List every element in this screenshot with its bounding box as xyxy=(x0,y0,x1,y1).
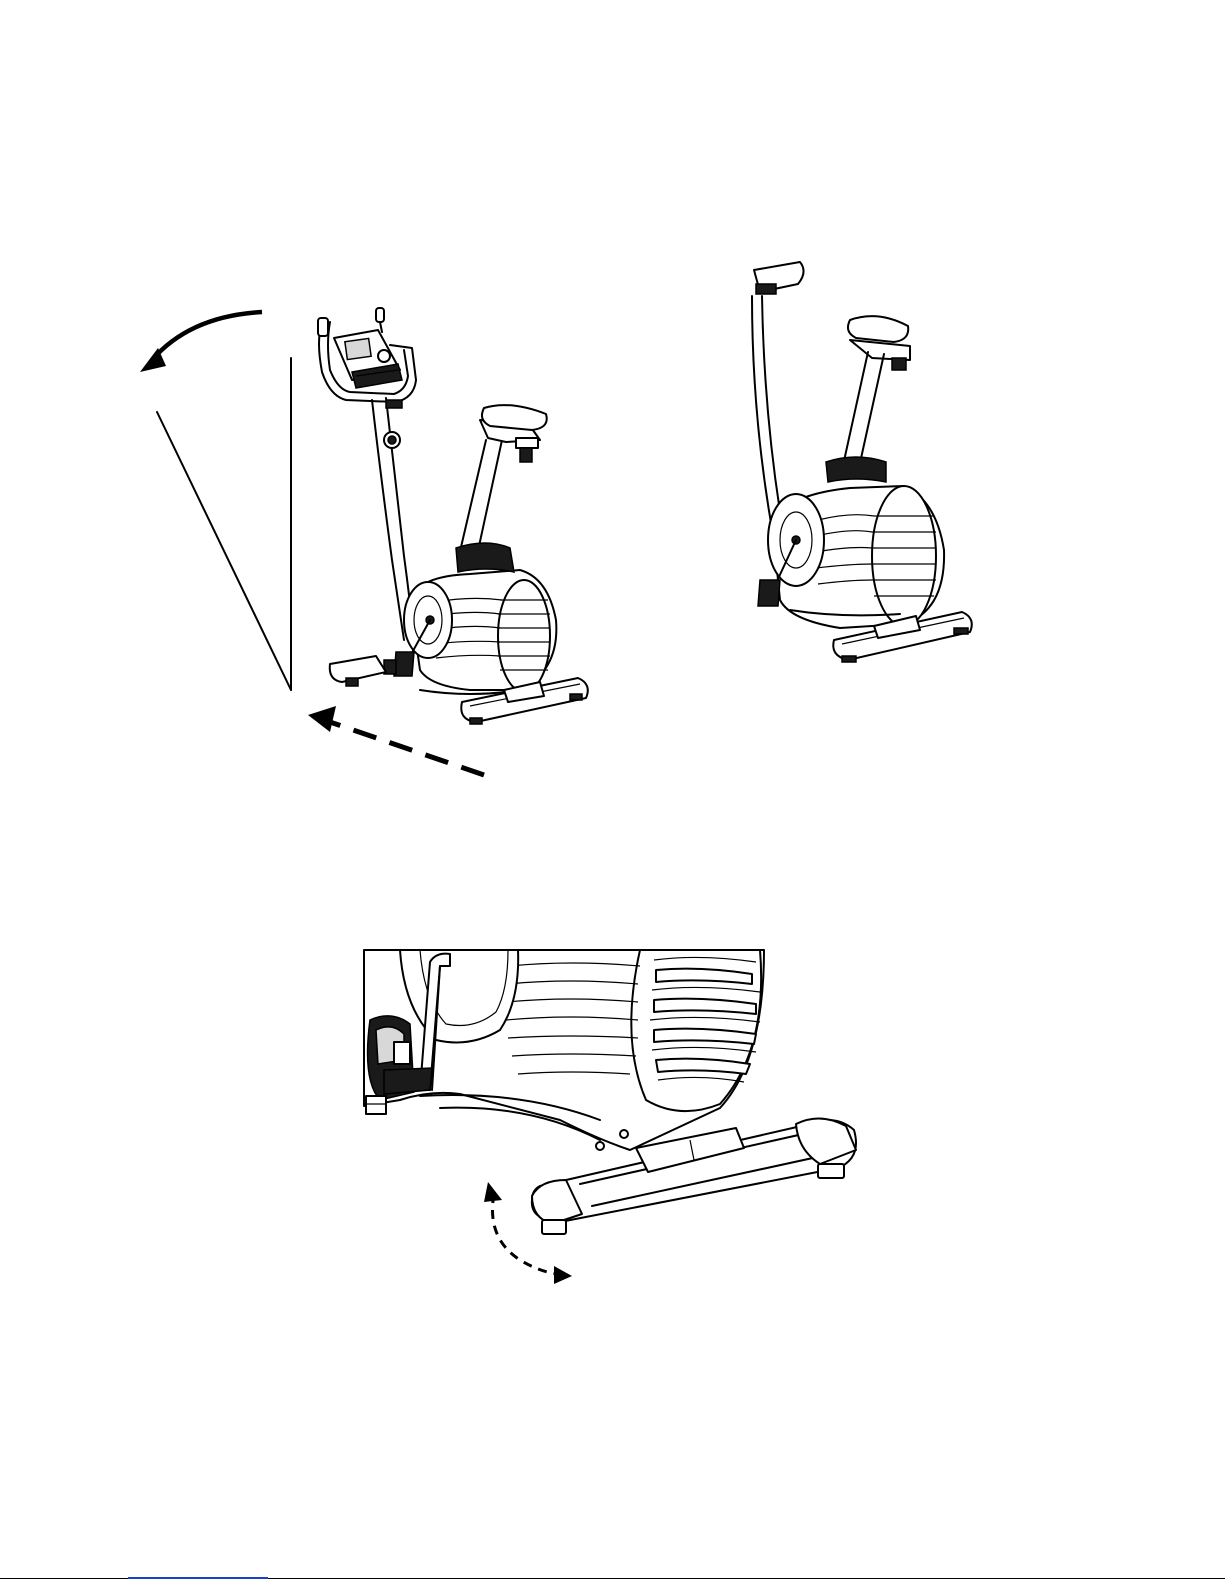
push-dashed-arrow xyxy=(308,706,484,775)
exercise-bike-tilted xyxy=(318,308,588,724)
tilt-curved-arrow xyxy=(140,312,262,372)
front-stabilizer-detail xyxy=(364,950,856,1284)
exercise-bike-rolling xyxy=(752,262,972,662)
tilt-angle-indicator xyxy=(157,358,291,690)
footer-link-underline[interactable] xyxy=(128,1577,268,1579)
